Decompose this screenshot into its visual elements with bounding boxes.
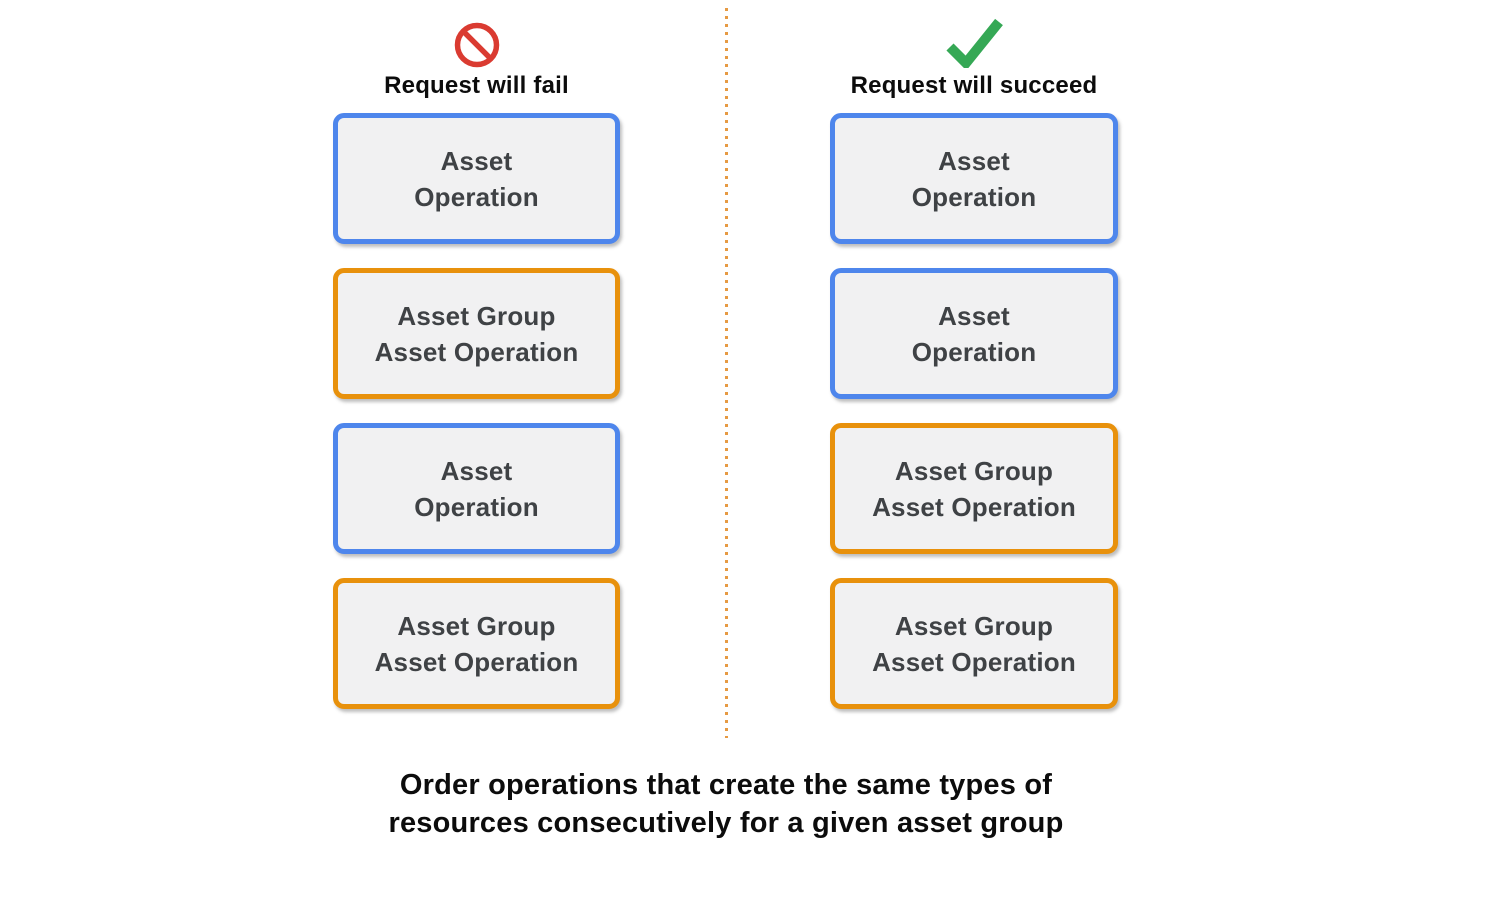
box-label: Asset Group Asset Operation bbox=[374, 610, 579, 677]
box-label: Asset Group Asset Operation bbox=[374, 300, 579, 367]
box-label: Asset Operation bbox=[414, 455, 539, 522]
box-label: Asset Operation bbox=[911, 145, 1037, 212]
success-column: Request will succeed Asset Operation Ass… bbox=[830, 0, 1118, 733]
fail-column: Request will fail Asset Operation Asset … bbox=[333, 0, 620, 733]
check-icon bbox=[946, 18, 1003, 68]
asset-group-asset-operation-box: Asset Group Asset Operation bbox=[830, 423, 1118, 554]
fail-column-title: Request will fail bbox=[384, 72, 569, 99]
asset-operation-box: Asset Operation bbox=[333, 113, 620, 244]
asset-group-asset-operation-box: Asset Group Asset Operation bbox=[830, 578, 1118, 709]
success-column-title: Request will succeed bbox=[850, 72, 1098, 99]
box-label: Asset Group Asset Operation bbox=[872, 610, 1076, 677]
box-label: Asset Operation bbox=[414, 145, 539, 212]
prohibited-icon bbox=[454, 22, 499, 68]
asset-operation-box: Asset Operation bbox=[830, 113, 1118, 244]
box-label: Asset Group Asset Operation bbox=[872, 455, 1076, 522]
asset-operation-box: Asset Operation bbox=[830, 268, 1118, 399]
dotted-divider bbox=[725, 8, 728, 738]
asset-group-asset-operation-box: Asset Group Asset Operation bbox=[333, 268, 620, 399]
diagram-caption: Order operations that create the same ty… bbox=[388, 769, 1064, 839]
asset-group-asset-operation-box: Asset Group Asset Operation bbox=[333, 578, 620, 709]
asset-operation-box: Asset Operation bbox=[333, 423, 620, 554]
box-label: Asset Operation bbox=[911, 300, 1037, 367]
